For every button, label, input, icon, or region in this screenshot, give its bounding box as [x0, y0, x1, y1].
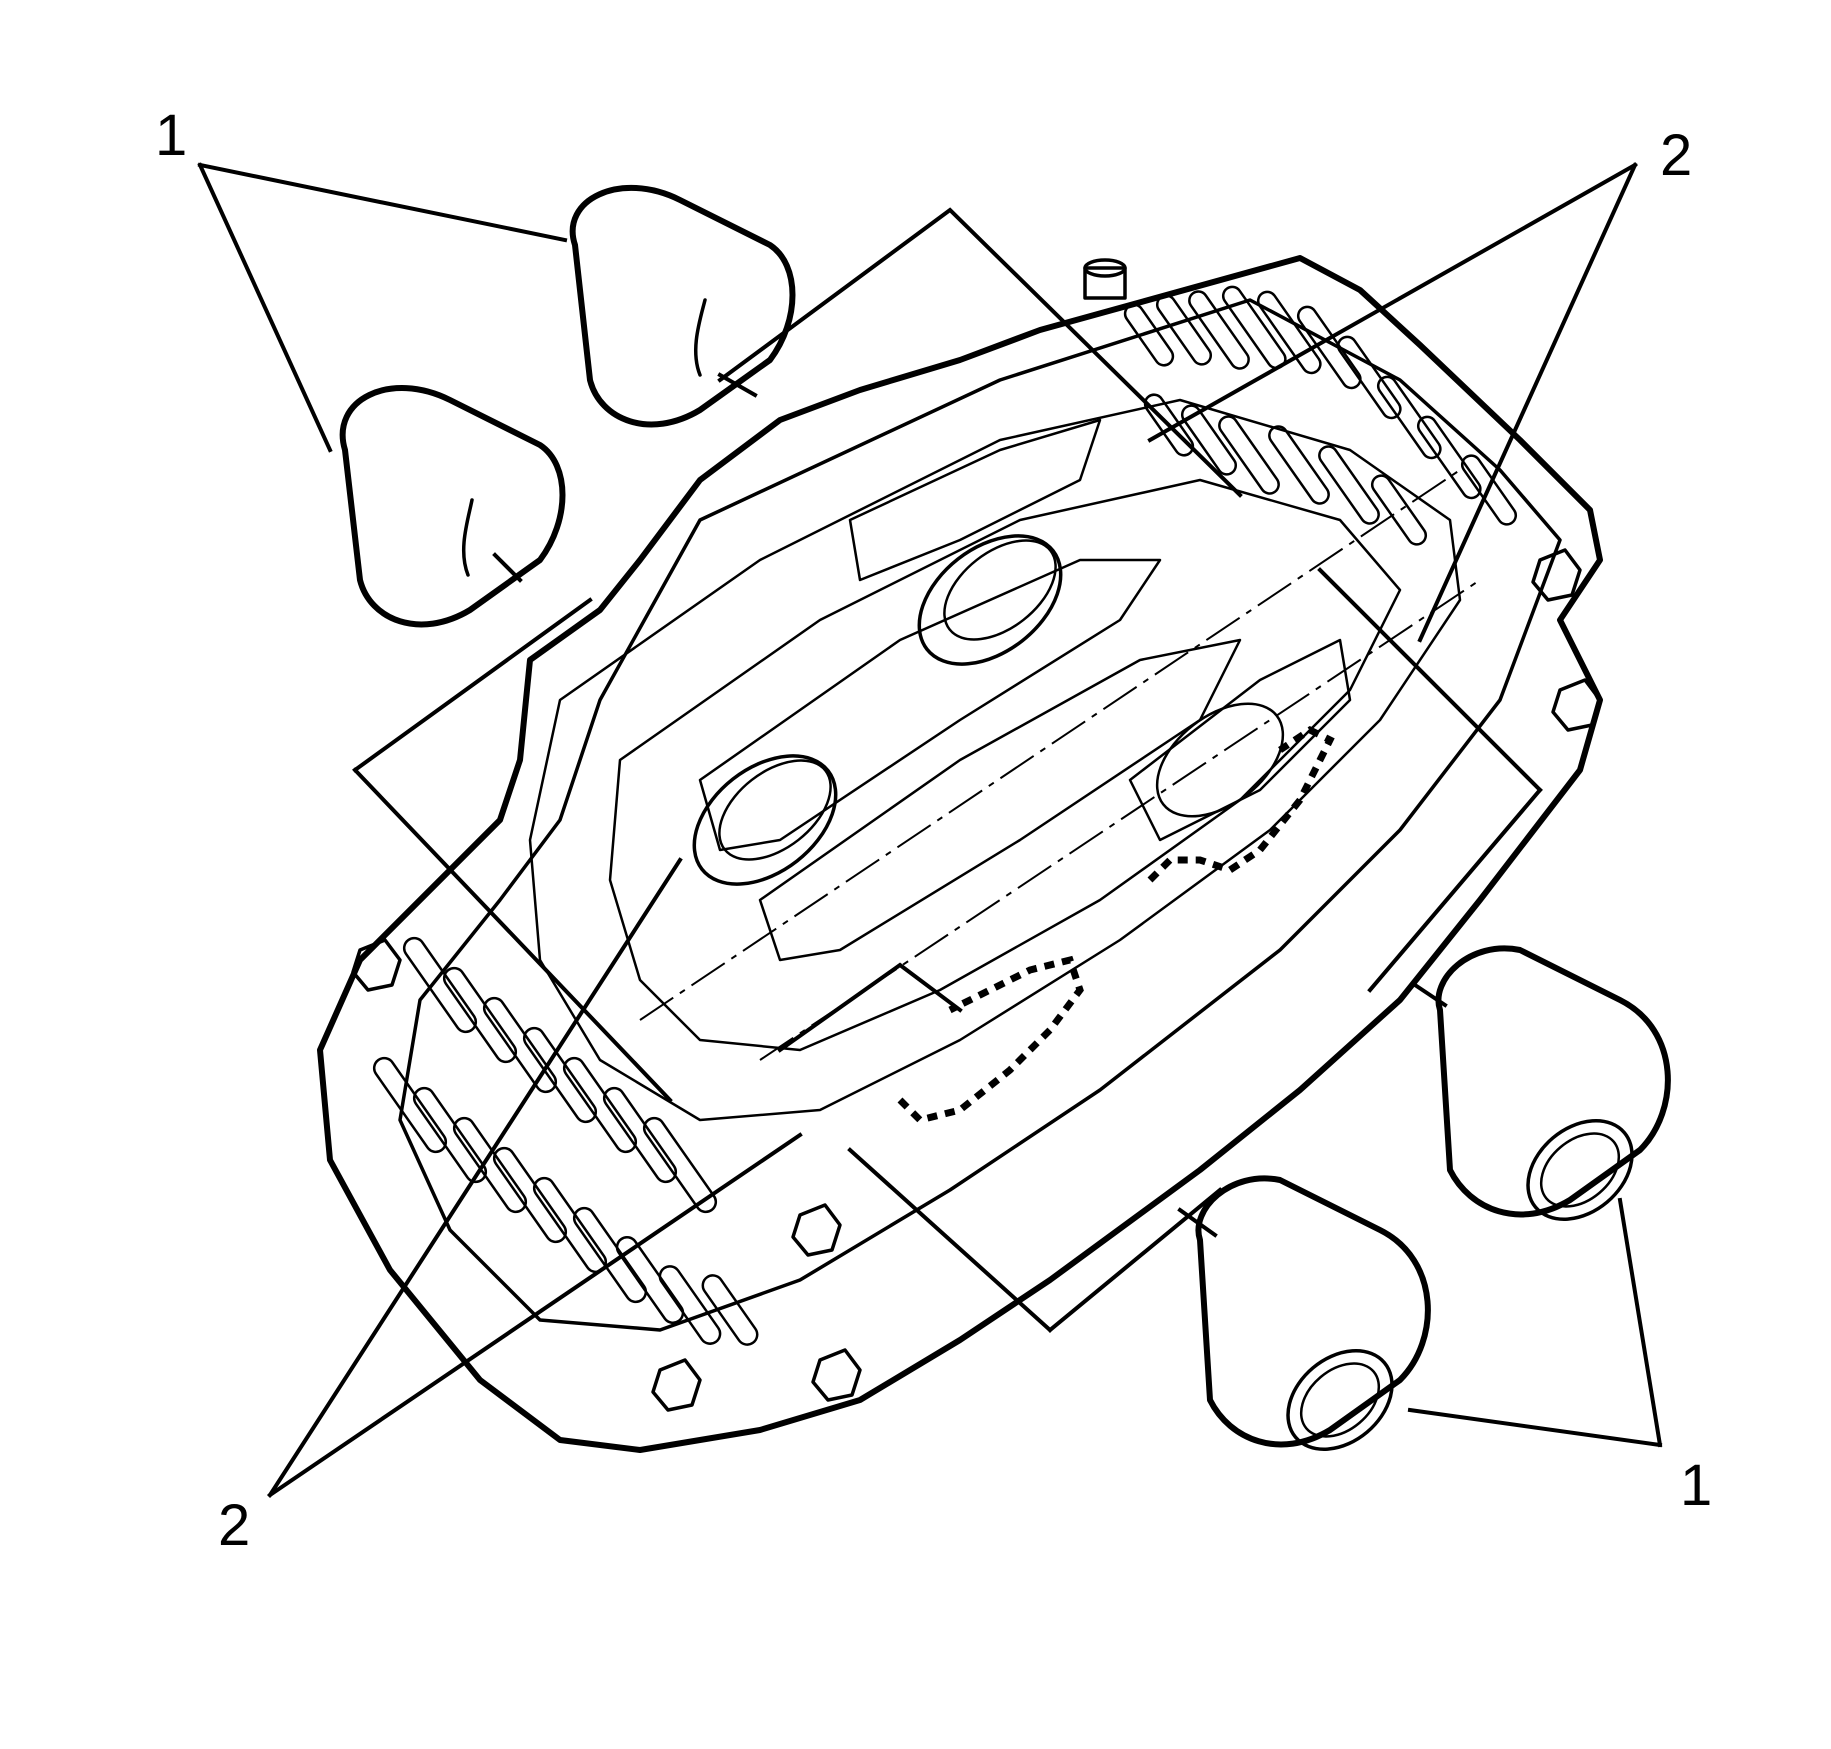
caliper-housing: [317, 255, 1603, 1453]
piston-top-right: [569, 184, 796, 428]
leader-lines-callout-1: [197, 162, 1663, 1448]
piston-bottom-left: [1195, 1175, 1431, 1451]
cooling-slots-lower: [372, 936, 759, 1346]
callout-label-1-top: 1: [155, 103, 187, 168]
leader-lines-callout-2: [267, 162, 1638, 1498]
callout-label-1-bottom: 1: [1680, 1453, 1712, 1518]
piston-bottom-right: [1435, 945, 1671, 1221]
callout-label-2-bottom: 2: [218, 1493, 250, 1558]
bolt-fittings: [351, 258, 1602, 1412]
callout-label-2-top: 2: [1660, 123, 1692, 188]
mounting-bracket-outline: [352, 207, 1543, 1333]
piston-top-left: [339, 385, 566, 628]
